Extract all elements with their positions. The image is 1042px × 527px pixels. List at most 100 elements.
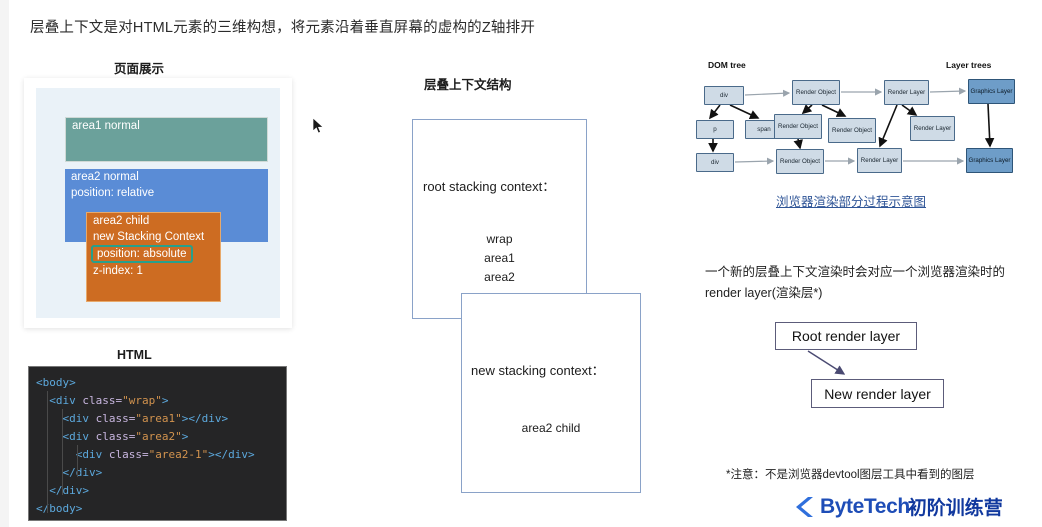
- code-token: [36, 448, 76, 461]
- page-demo-canvas: area1 normal area2 normal position: rela…: [36, 88, 280, 318]
- new-stacking-context-title: new stacking context：: [471, 363, 605, 378]
- demo-child-context: new Stacking Context: [93, 231, 205, 243]
- code-token: class=: [82, 394, 123, 407]
- root-render-layer-box: Root render layer: [775, 322, 917, 350]
- code-line: </div>: [29, 464, 286, 482]
- indent-guide: [47, 391, 48, 513]
- tree-node-label: p: [713, 125, 717, 133]
- tree-node: div: [704, 86, 744, 105]
- demo-area2-child-box: area2 child new Stacking Context positio…: [86, 212, 221, 302]
- dom-and-layer-trees-figure: DOM tree Layer trees: [688, 60, 1032, 185]
- code-token: </div>: [49, 484, 89, 497]
- mouse-cursor-icon: [312, 118, 324, 134]
- page-title: 层叠上下文是对HTML元素的三维构想，将元素沿着垂直屏幕的虚构的Z轴排开: [30, 20, 536, 36]
- code-token: [36, 466, 63, 479]
- demo-child-position-wrapper: position: absolute: [87, 245, 220, 263]
- tree-node-label: Render Layer: [887, 88, 926, 96]
- code-line: </div>: [29, 482, 286, 500]
- tree-node-label: div: [720, 91, 728, 99]
- tree-node: Render Layer: [857, 148, 902, 173]
- tree-node-label: div: [711, 158, 719, 166]
- tree-node: Render Object: [774, 114, 822, 139]
- code-token: class=: [95, 412, 136, 425]
- code-line: <body>: [29, 374, 286, 392]
- demo-child-zindex: z-index: 1: [93, 265, 143, 277]
- tree-node-label: Render Object: [832, 126, 872, 134]
- demo-area1-label: area1 normal: [72, 120, 140, 132]
- tree-node-label: Render Layer: [913, 124, 952, 132]
- code-caption: HTML: [117, 348, 152, 362]
- code-token: "wrap": [122, 394, 162, 407]
- stacking-structure-caption: 层叠上下文结构: [424, 78, 512, 92]
- tree-node: Graphics Layer: [966, 148, 1013, 173]
- tree-node: Render Object: [792, 80, 840, 105]
- code-token: "area1": [135, 412, 182, 425]
- stacking-context-item: area1: [484, 251, 515, 265]
- page-demo-panel: area1 normal area2 normal position: rela…: [24, 78, 292, 328]
- demo-child-position-highlight: position: absolute: [91, 245, 193, 263]
- new-render-layer-box: New render layer: [811, 379, 944, 408]
- code-line: </body>: [29, 500, 286, 518]
- demo-area2-label: area2 normal: [71, 171, 139, 183]
- code-line: <div class="area2">: [29, 428, 286, 446]
- code-token: <div: [62, 412, 96, 425]
- stacking-context-item: wrap: [486, 232, 513, 246]
- code-line: <div class="wrap">: [29, 392, 286, 410]
- left-edge-strip: [0, 0, 9, 527]
- code-line: <div class="area2-1"></div>: [29, 446, 286, 464]
- demo-area2-position: position: relative: [71, 187, 155, 199]
- root-stacking-context-title: root stacking context：: [423, 179, 556, 194]
- code-token: <body>: [36, 376, 76, 389]
- tree-node: Graphics Layer: [968, 79, 1015, 104]
- indent-guide: [77, 445, 78, 477]
- layer-trees-label: Layer trees: [946, 60, 992, 70]
- tree-node-label: Render Object: [778, 122, 818, 130]
- stacking-context-item: area2 child: [521, 421, 581, 435]
- stacking-context-item: area2: [484, 270, 515, 284]
- render-layer-arrow: [807, 350, 846, 375]
- tree-node: Render Object: [776, 149, 824, 174]
- code-token: >: [181, 430, 189, 443]
- tree-node: span: [745, 120, 783, 139]
- code-token: class=: [95, 430, 136, 443]
- root-stacking-context-items: wrap area1 area2: [413, 230, 586, 287]
- render-layer-paragraph: 一个新的层叠上下文渲染时会对应一个浏览器渲染时的render layer(渲染层…: [705, 265, 1006, 300]
- demo-caption: 页面展示: [114, 62, 165, 76]
- html-code-block: <body> <div class="wrap"> <div class="ar…: [28, 366, 287, 521]
- tree-node-label: span: [757, 125, 771, 133]
- tree-node: div: [696, 153, 734, 172]
- dom-tree-label: DOM tree: [708, 60, 746, 70]
- tree-node: Render Layer: [910, 116, 955, 141]
- tree-node-label: Render Layer: [860, 156, 899, 164]
- logo-subtitle-text: 初阶训练营: [907, 498, 1003, 519]
- code-token: "area2-1": [148, 448, 209, 461]
- demo-area1-box: area1 normal: [65, 117, 268, 162]
- indent-guide: [62, 409, 63, 495]
- code-token: [36, 430, 63, 443]
- tree-node: Render Object: [828, 118, 876, 143]
- tree-node-label: Graphics Layer: [968, 156, 1011, 164]
- code-token: ></div>: [181, 412, 229, 425]
- code-token: ></div>: [208, 448, 255, 461]
- code-token: </body>: [36, 502, 83, 515]
- demo-child-label: area2 child: [93, 215, 150, 227]
- code-token: >: [161, 394, 169, 407]
- code-token: </div>: [62, 466, 103, 479]
- logo-brand-text: ByteTech: [820, 494, 910, 518]
- tree-node-label: Render Object: [796, 88, 836, 96]
- tree-node: Render Layer: [884, 80, 929, 105]
- code-token: <div: [49, 394, 83, 407]
- code-token: class=: [108, 448, 149, 461]
- tree-node-label: Render Object: [780, 157, 820, 165]
- tree-node: p: [696, 120, 734, 139]
- new-stacking-context-items: area2 child: [462, 419, 640, 438]
- new-stacking-context-box: new stacking context： area2 child: [461, 293, 641, 493]
- browser-render-diagram-link[interactable]: 浏览器渲染部分过程示意图: [776, 195, 927, 209]
- bytetech-logo: ByteTech 初阶训练营: [795, 493, 1003, 520]
- tree-node-label: Graphics Layer: [970, 87, 1013, 95]
- footnote-text: *注意：不是浏览器devtool图层工具中看到的图层: [726, 469, 975, 481]
- code-lines-container: <body> <div class="wrap"> <div class="ar…: [29, 374, 286, 518]
- code-token: [36, 412, 63, 425]
- root-stacking-context-box: root stacking context： wrap area1 area2: [412, 119, 587, 319]
